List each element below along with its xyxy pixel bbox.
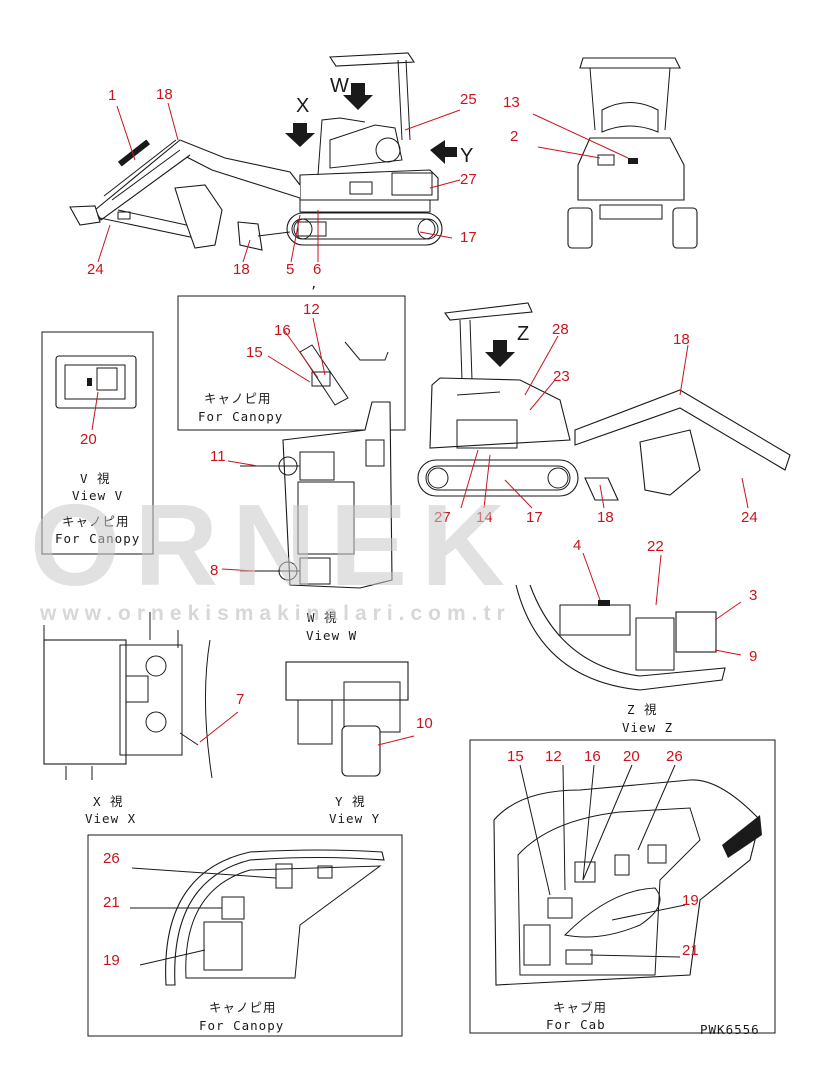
callout-4: 4 — [573, 537, 581, 554]
callout-20-cab: 20 — [623, 748, 640, 765]
canopy-detail-box: 12 16 15 キャノピ用 For Canopy — [177, 295, 406, 431]
arrow-label-z: Z — [517, 323, 529, 345]
view-y-label: View Y — [329, 811, 380, 826]
callout-11: 11 — [210, 448, 226, 465]
callout-5: 5 — [286, 261, 294, 278]
callout-8: 8 — [210, 562, 218, 579]
callout-24: 24 — [87, 261, 104, 278]
callout-23: 23 — [553, 368, 570, 385]
callout-17: 17 — [460, 229, 477, 246]
canopy-label-jp: キャノピ用 — [204, 391, 272, 406]
view-x-jp: X 視 — [93, 794, 124, 809]
callout-13: 13 — [503, 94, 520, 111]
callout-26-cab: 26 — [666, 748, 683, 765]
arrow-label-w: W — [330, 75, 349, 97]
watermark: ORNEK www.ornekismakinalari.com.tr — [30, 480, 519, 625]
callout-19-canopy: 19 — [103, 952, 120, 969]
callout-1: 1 — [108, 87, 116, 104]
callout-27: 27 — [460, 171, 477, 188]
callout-2: 2 — [510, 128, 518, 145]
view-z-arrow-icon — [485, 340, 515, 367]
cab-box: 15 12 16 20 26 19 21 キャブ用 For Cab — [469, 739, 776, 1034]
view-x-detail: 7 X 視 View X — [43, 612, 244, 826]
canopy-bottom-box: 26 21 19 キャノピ用 For Canopy — [87, 834, 403, 1037]
view-z-jp: Z 視 — [627, 702, 658, 717]
callout-26-canopy: 26 — [103, 850, 120, 867]
callout-15-canopy: 15 — [246, 344, 263, 361]
callout-22: 22 — [647, 538, 664, 555]
drawing-code: PWK6556 — [700, 1022, 760, 1037]
callout-28: 28 — [552, 321, 569, 338]
view-z-label: View Z — [622, 720, 673, 735]
callout-24-side: 24 — [741, 509, 758, 526]
view-x-arrow-icon — [285, 123, 315, 147]
callout-9: 9 — [749, 648, 757, 665]
view-y-detail: 10 Y 視 View Y — [285, 661, 433, 826]
callout-18-side: 18 — [673, 331, 690, 348]
view-v-jp: V 視 — [80, 471, 111, 486]
callout-6: 6 — [313, 261, 321, 278]
view-w-jp: W 視 — [307, 610, 338, 625]
excavator-rear-view: 13 2 — [503, 57, 698, 249]
callout-19-cab: 19 — [682, 892, 699, 909]
view-x-label: View X — [85, 811, 136, 826]
canopy-bottom-jp: キャノピ用 — [209, 1000, 277, 1015]
callout-14: 14 — [476, 509, 493, 526]
view-y-jp: Y 視 — [335, 794, 366, 809]
view-v-label: View V — [72, 488, 123, 503]
view-w-arrow-icon — [343, 83, 373, 110]
cab-label-en: For Cab — [546, 1017, 606, 1032]
excavator-side-view-left: X W Y 1 18 25 27 17 24 18 5 6 , — [69, 52, 477, 291]
cab-label-jp: キャブ用 — [553, 1000, 607, 1015]
callout-27-side: 27 — [434, 509, 451, 526]
view-z-detail: 4 22 3 9 Z 視 View Z — [515, 537, 757, 735]
callout-10: 10 — [416, 715, 433, 732]
callout-12-cab: 12 — [545, 748, 562, 765]
callout-25: 25 — [460, 91, 477, 108]
callout-15-cab: 15 — [507, 748, 524, 765]
view-w-detail: 11 8 W 視 View W — [210, 401, 393, 643]
callout-20-view-v: 20 — [80, 431, 97, 448]
callout-17-side: 17 — [526, 509, 543, 526]
watermark-main: ORNEK — [30, 480, 519, 610]
callout-comma: , — [310, 276, 319, 291]
callout-3: 3 — [749, 587, 757, 604]
callout-18b: 18 — [233, 261, 250, 278]
view-v-canopy-jp: キャノピ用 — [62, 514, 130, 529]
canopy-label-en: For Canopy — [198, 409, 283, 424]
view-v-canopy-en: For Canopy — [55, 531, 140, 546]
callout-18: 18 — [156, 86, 173, 103]
arrow-label-x: X — [296, 95, 309, 117]
view-y-arrow-icon — [430, 140, 457, 164]
callout-21-cab: 21 — [682, 942, 699, 959]
arrow-label-y: Y — [460, 145, 473, 167]
callout-21-canopy: 21 — [103, 894, 120, 911]
callout-16-cab: 16 — [584, 748, 601, 765]
watermark-url: www.ornekismakinalari.com.tr — [39, 602, 511, 625]
canopy-bottom-en: For Canopy — [199, 1018, 284, 1033]
view-w-label: View W — [306, 628, 357, 643]
callout-7: 7 — [236, 691, 244, 708]
view-v-box: 20 V 視 View V キャノピ用 For Canopy — [41, 331, 154, 555]
callout-18b-side: 18 — [597, 509, 614, 526]
excavator-side-view-right: Z 28 18 23 27 14 17 18 24 — [417, 302, 791, 526]
callout-12-canopy: 12 — [303, 301, 320, 318]
callout-16-canopy: 16 — [274, 322, 291, 339]
